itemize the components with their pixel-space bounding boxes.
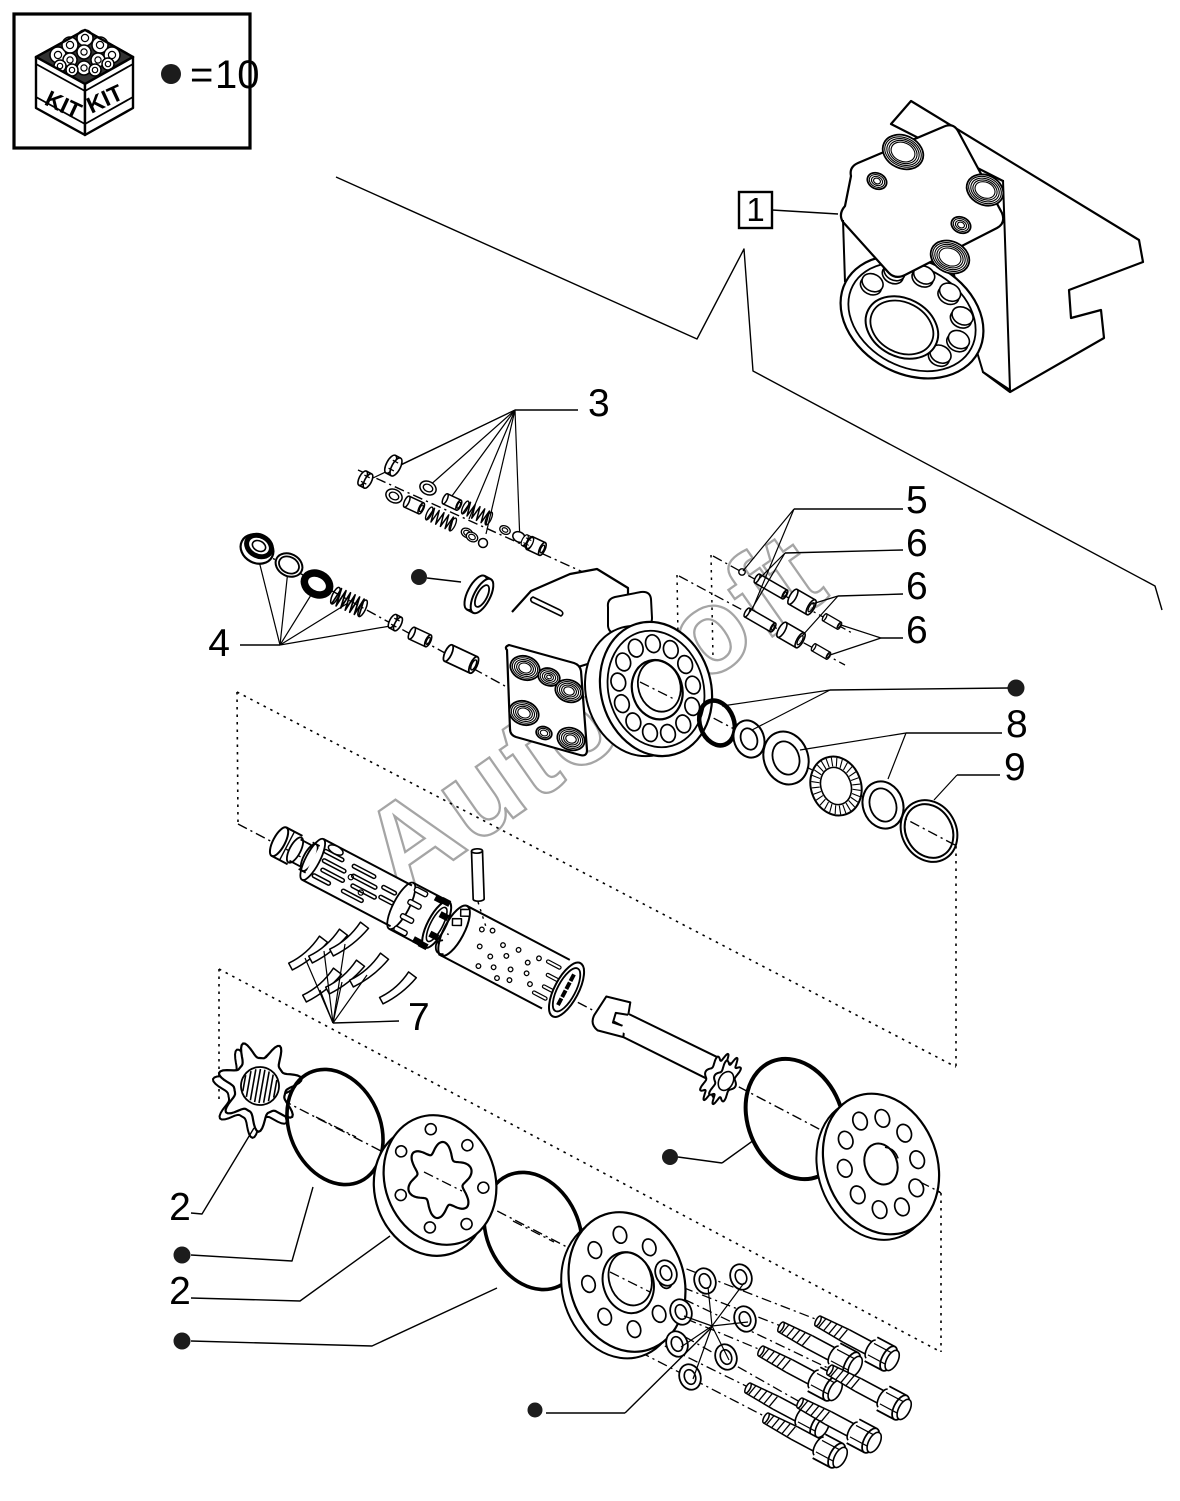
svg-text:6: 6	[906, 609, 928, 652]
svg-text:2: 2	[169, 1270, 191, 1313]
svg-text:8: 8	[1006, 703, 1028, 746]
svg-text:4: 4	[208, 622, 230, 665]
svg-text:7: 7	[408, 996, 430, 1039]
svg-text:1: 1	[746, 191, 764, 228]
svg-text:6: 6	[906, 522, 928, 565]
svg-text:5: 5	[906, 479, 928, 522]
svg-text:9: 9	[1004, 746, 1026, 789]
svg-text:=: =	[190, 53, 213, 97]
svg-text:10: 10	[215, 53, 260, 97]
svg-text:2: 2	[169, 1186, 191, 1229]
svg-text:3: 3	[588, 382, 610, 425]
svg-text:6: 6	[906, 565, 928, 608]
